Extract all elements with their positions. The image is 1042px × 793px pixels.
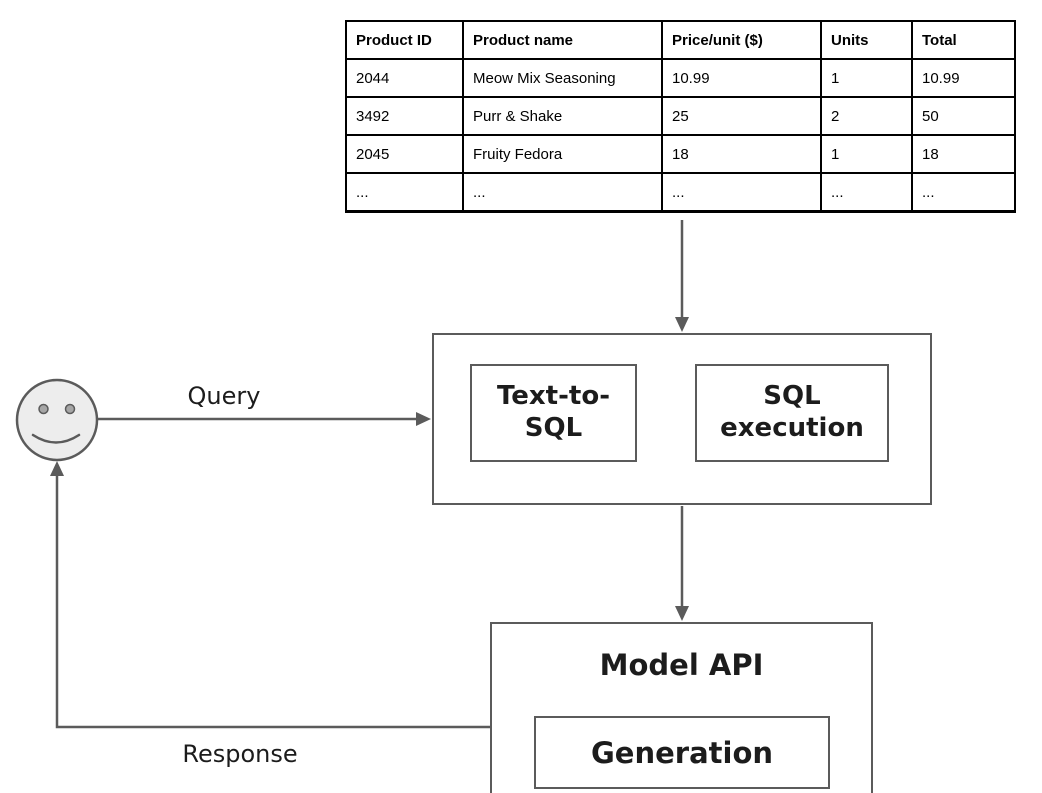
table-cell: Fruity Fedora [462,134,663,174]
response-arrow [50,461,490,729]
generation-label: Generation [590,735,774,770]
pipeline-to-model-arrow [675,506,689,621]
sql-execution-label-line1: SQL [763,381,821,412]
table-cell: ... [345,172,464,213]
table-cell: ... [911,172,1016,213]
column-header-product-name: Product name [462,20,663,60]
table-row: 2044 Meow Mix Seasoning 10.99 1 10.99 [345,58,1016,98]
table-cell: 1 [820,134,913,174]
table-cell: ... [661,172,822,213]
table-to-pipeline-arrow [675,220,689,332]
table-cell: 2 [820,96,913,136]
table-cell: Meow Mix Seasoning [462,58,663,98]
table-cell: 10.99 [911,58,1016,98]
table-cell: 10.99 [661,58,822,98]
text-to-sql-label-line1: Text-to- [497,381,610,412]
text-to-sql-label-line2: SQL [524,413,583,443]
product-table: Product ID Product name Price/unit ($) U… [345,20,1016,213]
column-header-total: Total [911,20,1016,60]
column-header-price-unit: Price/unit ($) [661,20,822,60]
model-api-box: Model API Generation [490,622,873,793]
table-cell: 18 [911,134,1016,174]
table-cell: 3492 [345,96,464,136]
text-to-sql-box: Text-to- SQL [470,364,637,462]
table-cell: ... [820,172,913,213]
table-cell: 25 [661,96,822,136]
table-cell: 2045 [345,134,464,174]
table-cell: 1 [820,58,913,98]
response-label: Response [182,740,298,768]
table-row: 2045 Fruity Fedora 18 1 18 [345,134,1016,174]
table-cell: ... [462,172,663,213]
query-arrow [98,412,431,426]
table-cell: 2044 [345,58,464,98]
table-row: ... ... ... ... ... [345,172,1016,213]
table-cell: 50 [911,96,1016,136]
table-cell: Purr & Shake [462,96,663,136]
column-header-product-id: Product ID [345,20,464,60]
table-header-row: Product ID Product name Price/unit ($) U… [345,20,1016,60]
sql-execution-label-line2: execution [720,413,864,443]
generation-box: Generation [534,716,830,789]
smiley-face-icon [15,378,99,462]
sql-execution-box: SQL execution [695,364,889,462]
table-row: 3492 Purr & Shake 25 2 50 [345,96,1016,136]
query-label: Query [187,382,261,410]
table-cell: 18 [661,134,822,174]
model-api-title: Model API [599,648,764,682]
column-header-units: Units [820,20,913,60]
